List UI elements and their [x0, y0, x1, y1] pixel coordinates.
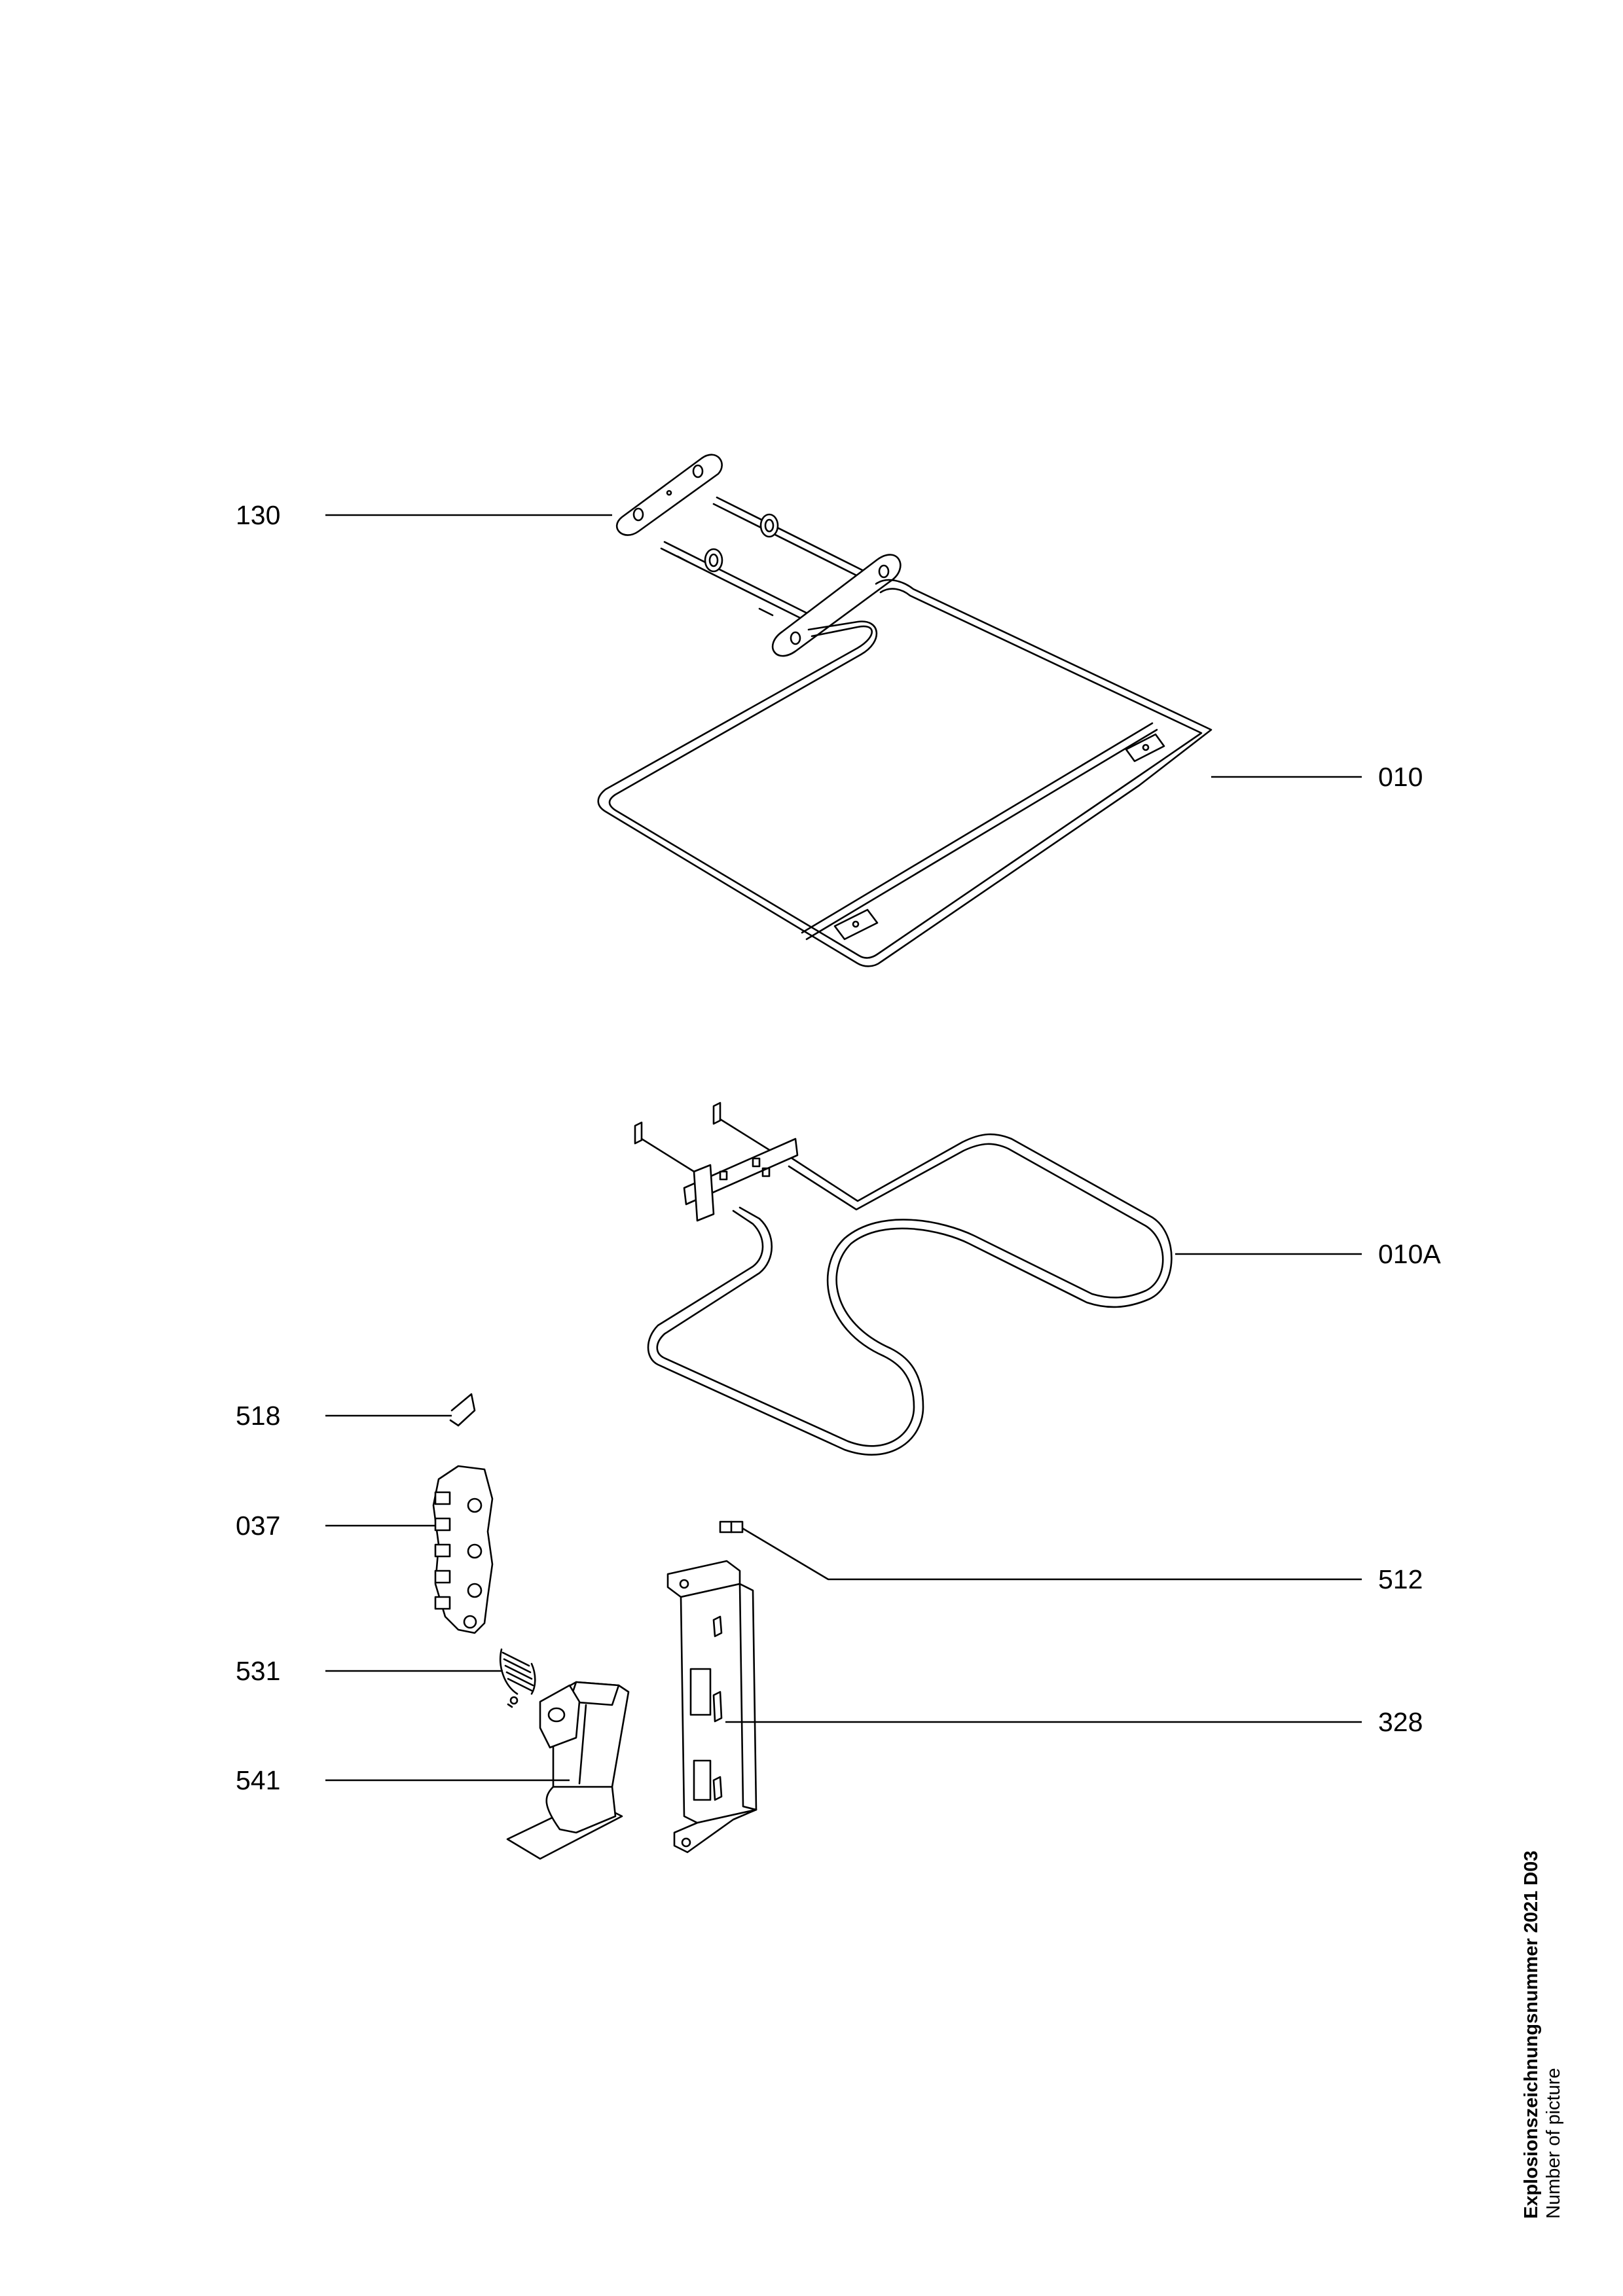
part-010a-bottom-element	[634, 1102, 1173, 1456]
part-531-spring	[499, 1648, 536, 1708]
part-541-support-foot	[506, 1681, 630, 1860]
part-010-grill-element	[597, 496, 1213, 967]
label-010: 010	[1378, 762, 1423, 792]
label-130: 130	[236, 500, 280, 530]
caption-title: Explosionszeichnungsnummer 2021 D03	[1521, 1851, 1542, 2219]
label-518: 518	[236, 1401, 280, 1431]
part-328-bracket	[666, 1560, 757, 1854]
label-010a: 010A	[1378, 1239, 1441, 1269]
leader-512	[742, 1527, 1362, 1581]
label-541: 541	[236, 1765, 280, 1795]
label-328: 328	[1378, 1707, 1423, 1737]
label-037: 037	[236, 1511, 280, 1541]
label-531: 531	[236, 1656, 280, 1686]
drawing-number-caption: Explosionszeichnungsnummer 2021 D03 Numb…	[1521, 1851, 1564, 2219]
part-037-terminal-block	[432, 1465, 494, 1634]
part-518-clip	[449, 1393, 476, 1427]
part-512-clip	[719, 1520, 744, 1534]
label-512: 512	[1378, 1564, 1423, 1594]
caption-subtitle: Number of picture	[1543, 2068, 1564, 2219]
part-130-mounting-plate	[615, 454, 723, 536]
